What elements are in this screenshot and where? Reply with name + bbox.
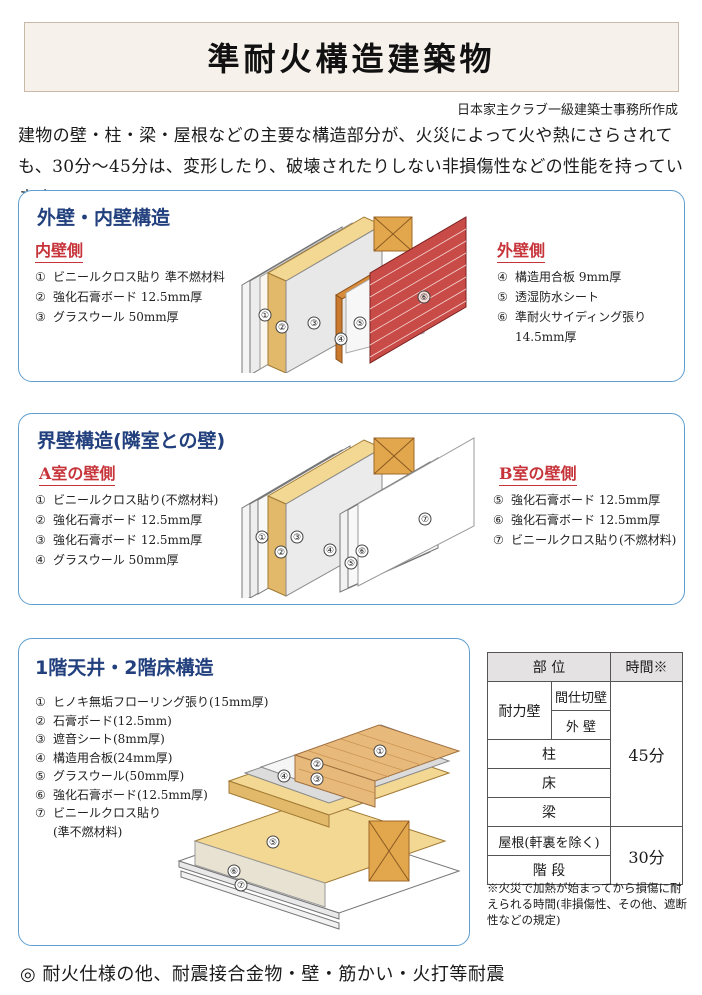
table-cell: 梁 [487, 797, 611, 827]
section-title: 界壁構造(隣室との壁) [37, 430, 226, 452]
diagram-label: ⑥ [230, 867, 238, 877]
diagram-label: ② [278, 323, 286, 333]
section-title: 1階天井・2階床構造 [35, 657, 214, 679]
table-header-time: 時間※ [610, 652, 683, 682]
footer-note: ◎ 耐火仕様の他、耐震接合金物・壁・筋かい・火打等耐震 [20, 964, 505, 985]
diagram-label: ① [376, 747, 384, 757]
diagram-label: ④ [326, 546, 334, 556]
section-title: 外壁・内壁構造 [37, 207, 171, 229]
diagram-label: ③ [313, 775, 321, 785]
diagram-label: ⑦ [237, 881, 245, 891]
table-cell: 間仕切壁 [551, 681, 611, 711]
diagram-label: ⑤ [269, 838, 277, 848]
diagram-label: ⑤ [356, 319, 364, 329]
table-cell: 外 壁 [551, 710, 611, 740]
table-cell-time: 30分 [610, 826, 683, 885]
title-banner: 準耐火構造建築物 [24, 22, 679, 92]
diagram-label: ⑦ [421, 515, 429, 525]
room-a-heading: A室の壁側 [39, 460, 116, 486]
table-cell-time: 45分 [610, 681, 683, 827]
diagram-label: ③ [293, 533, 301, 543]
diagram-label: ④ [337, 335, 345, 345]
table-cell: 耐力壁 [487, 681, 552, 740]
table-header-part: 部 位 [487, 652, 611, 682]
table-cell: 階 段 [487, 855, 611, 885]
list-item-continuation: 14.5mm厚 [515, 330, 577, 344]
party-wall-diagram: ① ② ③ ④ ⑤ ⑥ ⑦ [241, 437, 475, 598]
table-cell: 床 [487, 768, 611, 798]
diagram-label: ⑤ [347, 559, 355, 569]
room-b-heading: B室の壁側 [499, 460, 577, 486]
diagram-label: ④ [280, 772, 288, 782]
diagram-label: ① [261, 311, 269, 321]
outer-side-heading: 外壁側 [497, 237, 546, 263]
diagram-label: ② [277, 548, 285, 558]
fire-resistance-table: 部 位 時間※ 耐力壁 間仕切壁 45分 外 壁 柱 床 梁 屋根(軒裏を除く)… [487, 652, 683, 885]
table-footnote: ※火災で加熱が始まってから損傷に耐えられる時間(非損傷性、その他、遮断性などの規… [487, 881, 687, 927]
diagram-label: ⑥ [358, 547, 366, 557]
page-title: 準耐火構造建築物 [207, 40, 496, 78]
table-cell: 屋根(軒裏を除く) [487, 826, 611, 856]
inner-side-heading: 内壁側 [35, 237, 84, 263]
list-item-continuation: (準不燃材料) [53, 824, 123, 839]
diagram-label: ② [313, 760, 321, 770]
table-cell: 柱 [487, 739, 611, 769]
byline: 日本家主クラブ一級建築士事務所作成 [456, 103, 678, 118]
diagram-label: ⑥ [420, 293, 428, 303]
ceiling-floor-diagram: ① ② ③ ④ ⑤ ⑥ ⑦ [177, 724, 461, 930]
diagram-label: ① [258, 533, 266, 543]
wall-cross-section-diagram: ① ② ③ ④ ⑤ ⑥ [241, 216, 467, 373]
diagram-label: ③ [310, 319, 318, 329]
